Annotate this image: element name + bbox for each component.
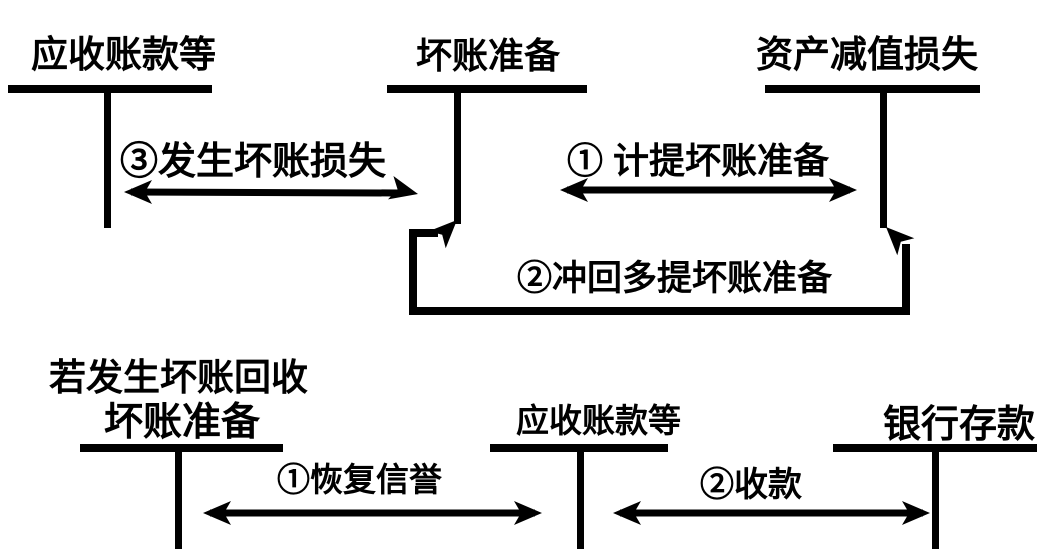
account-title-impairment-loss: 资产减值损失 xyxy=(756,34,978,75)
flow-label-accrue-provision: ① 计提坏账准备 xyxy=(567,140,830,181)
account-title-bank-deposit: 银行存款 xyxy=(883,404,1036,446)
t-account-rule-receivables-bottom xyxy=(490,444,668,549)
account-title-provision-top: 坏账准备 xyxy=(416,35,561,76)
account-title-receivables-top: 应收账款等 xyxy=(31,34,216,75)
flow-label-restore-credit: ①恢复信誉 xyxy=(277,461,442,498)
double-arrow-restore-credit xyxy=(203,501,542,525)
t-account-rule-impairment-top xyxy=(765,85,980,228)
double-arrow-bad-debt-loss xyxy=(124,176,418,204)
account-title-receivables-bottom: 应收账款等 xyxy=(516,402,681,439)
t-account-rule-provision-bottom xyxy=(80,444,283,549)
flow-label-bad-debt-loss: ③发生坏账损失 xyxy=(120,141,387,183)
t-account-rule-bank-bottom xyxy=(833,444,1037,549)
flow-label-collect-payment: ②收款 xyxy=(700,466,802,504)
t-account-rule-receivables-top xyxy=(8,85,212,228)
double-arrow-accrue-provision xyxy=(560,178,857,202)
section-heading-bad-debt-recovery: 若发生坏账回收 xyxy=(49,357,308,398)
loop-arrow-reverse-provision xyxy=(409,220,915,315)
flow-label-reverse-provision: ②冲回多提坏账准备 xyxy=(517,259,833,298)
t-account-rule-provision-top xyxy=(387,85,587,224)
double-arrow-collect-payment xyxy=(613,501,930,525)
account-title-provision-bottom: 坏账准备 xyxy=(104,401,261,444)
